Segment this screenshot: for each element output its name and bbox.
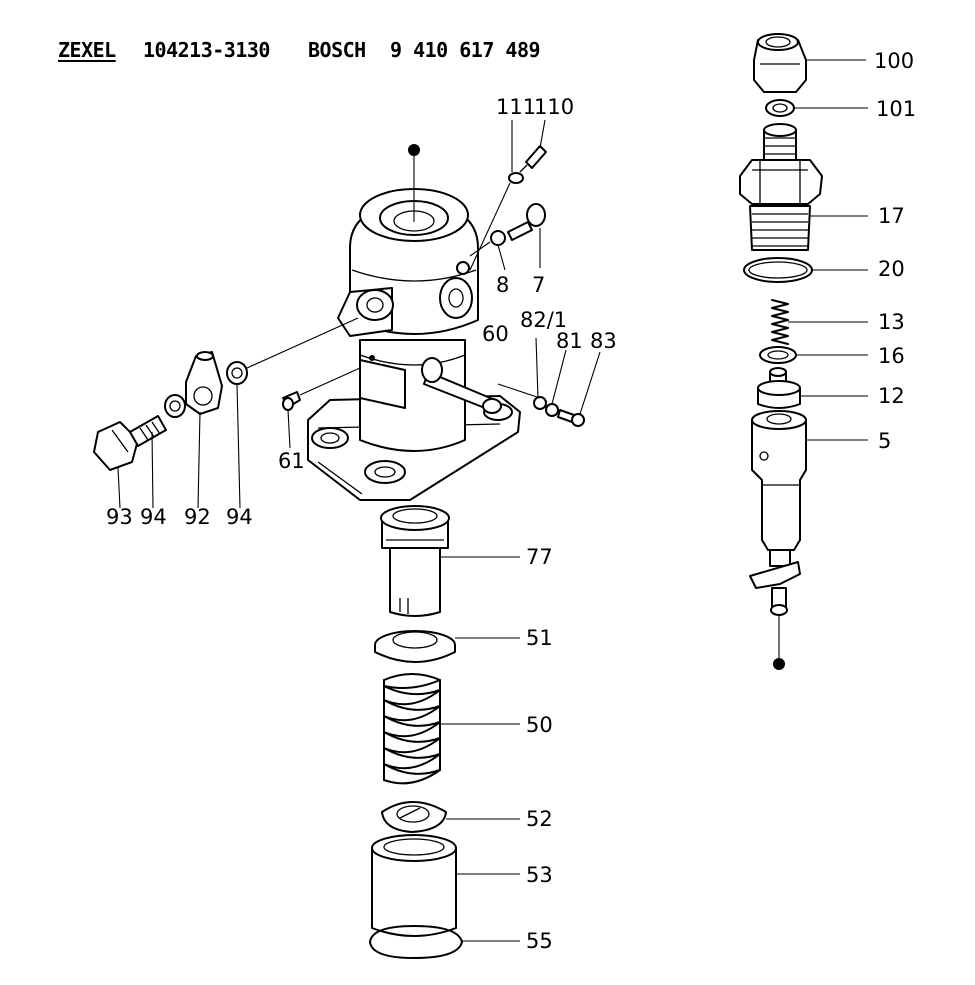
part-label-83: 83 [590, 329, 617, 353]
part-label-50: 50 [526, 713, 553, 737]
part-label-111: 111 [496, 95, 537, 119]
part-label-51: 51 [526, 626, 553, 650]
shim-16 [759, 346, 868, 364]
part-label-94-second: 94 [226, 505, 253, 529]
part-label-16: 16 [878, 344, 905, 368]
part-label-82-1: 82/1 [520, 308, 568, 332]
part-label-100: 100 [874, 49, 915, 73]
plunger-barrel-5 [749, 410, 868, 670]
part-label-20: 20 [878, 257, 905, 281]
part-label-110: 110 [534, 95, 575, 119]
part-label-81: 81 [556, 329, 583, 353]
part-label-53: 53 [526, 863, 553, 887]
part-label-52: 52 [526, 807, 553, 831]
delivery-valve-holder-17 [739, 123, 868, 251]
part-label-92: 92 [184, 505, 211, 529]
stop-screw-parts [497, 337, 601, 427]
zexel-brand: ZEXEL [58, 38, 116, 62]
zexel-part-number: 104213-3130 [143, 38, 270, 62]
part-label-13: 13 [878, 310, 905, 334]
tappet-53 [371, 834, 520, 937]
part-label-60: 60 [482, 322, 509, 346]
plunger-spring-50 [383, 673, 520, 785]
part-label-55: 55 [526, 929, 553, 953]
control-sleeve-77 [380, 505, 520, 617]
bleed-screw [469, 119, 547, 271]
valve-holder-100 [753, 33, 866, 93]
delivery-valve-12 [757, 367, 868, 409]
bosch-brand: BOSCH [308, 38, 366, 62]
part-label-77: 77 [526, 545, 553, 569]
screw-7-washer-8 [469, 203, 546, 271]
part-label-101: 101 [876, 97, 917, 121]
part-label-7: 7 [532, 273, 546, 297]
part-label-8: 8 [496, 273, 510, 297]
part-label-94: 94 [140, 505, 167, 529]
retainer-ring-55 [369, 925, 520, 959]
part-label-12: 12 [878, 384, 905, 408]
spring-seat-51 [374, 630, 520, 663]
screw-61 [282, 367, 361, 449]
spring-13 [771, 299, 868, 345]
part-label-17: 17 [878, 204, 905, 228]
banjo-fitting [93, 317, 359, 509]
pump-housing [307, 144, 521, 501]
part-label-5: 5 [878, 429, 892, 453]
part-label-61: 61 [278, 449, 305, 473]
part-label-93: 93 [106, 505, 133, 529]
o-ring-20 [743, 257, 868, 283]
gasket-101 [765, 99, 868, 117]
spring-seat-52 [381, 801, 520, 833]
bosch-part-number: 9 410 617 489 [390, 38, 541, 62]
